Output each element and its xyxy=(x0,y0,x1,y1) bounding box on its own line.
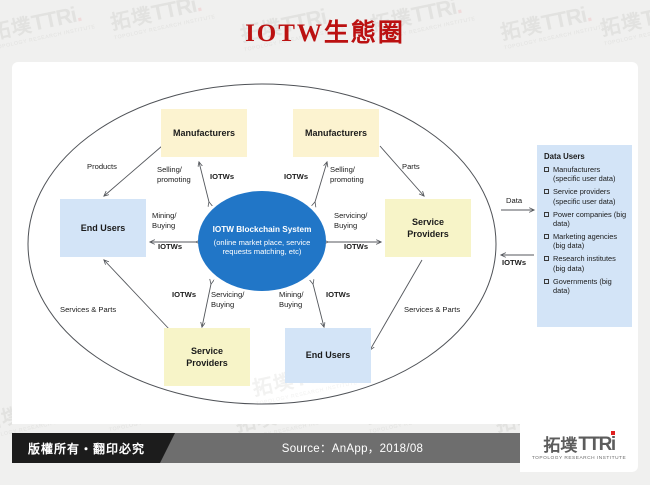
label-servicing-buying-right: Servicing/ Buying xyxy=(334,211,368,230)
data-users-panel: Data Users Manufacturers (specific user … xyxy=(537,145,632,327)
label-servicing-buying-bottom: Servicing/ Buying xyxy=(211,290,245,309)
core-iotw-blockchain-system[interactable]: IOTW Blockchain System (online market pl… xyxy=(198,191,326,291)
label-data: Data xyxy=(506,196,523,205)
checkbox-bullet-icon xyxy=(544,167,549,172)
label-selling-promoting-right: Selling/ promoting xyxy=(330,165,364,184)
label-iotws-data: IOTWs xyxy=(502,258,527,267)
data-users-item-label: Manufacturers (specific user data) xyxy=(553,165,616,184)
label-iotws-top-right: IOTWs xyxy=(284,172,309,181)
arrow-products xyxy=(104,145,163,196)
node-service-providers-right[interactable]: Service Providers xyxy=(385,199,471,257)
checkbox-bullet-icon xyxy=(544,211,549,217)
title-bar: IOTW生態圈 xyxy=(0,0,650,62)
source-text: Source：AnApp，2018/08 xyxy=(281,443,424,455)
tri-logo-chinese: 拓墣 xyxy=(543,436,578,455)
checkbox-bullet-icon xyxy=(544,189,549,195)
data-users-item[interactable]: Marketing agencies (big data) xyxy=(544,232,627,251)
core-title: IOTW Blockchain System xyxy=(212,224,312,234)
arrow-core-end-users-bottom xyxy=(313,284,324,327)
label-parts: Parts xyxy=(402,162,420,171)
tri-logo-latin: TTRi xyxy=(578,431,616,454)
label-mining-buying-left: Mining/ Buying xyxy=(152,211,177,230)
label-services-parts-left: Services & Parts xyxy=(60,305,117,314)
label-products: Products xyxy=(87,162,117,171)
copyright-text: 版權所有‧翻印必究 xyxy=(28,441,146,456)
tri-logo: 拓墣 TTRi TOPOLOGY RESEARCH INSTITUTE xyxy=(520,424,638,472)
diagram-vector-layer xyxy=(27,83,638,405)
data-users-item-label: Marketing agencies (big data) xyxy=(553,231,618,251)
data-users-item[interactable]: Power companies (big data) xyxy=(544,210,627,229)
label-mining-buying-bottom: Mining/ Buying xyxy=(279,290,304,309)
tri-logo-red-dot-icon xyxy=(610,431,615,435)
node-end-users-left[interactable]: End Users xyxy=(60,199,146,257)
core-subtitle: (online market place, service requests m… xyxy=(213,237,311,257)
node-manufacturers-top-left[interactable]: Manufacturers xyxy=(161,109,247,157)
arrow-core-manufacturers-left xyxy=(199,162,209,202)
tri-logo-row: 拓墣 TTRi xyxy=(543,431,616,455)
footer-bar: 版權所有‧翻印必究 Source：AnApp，2018/08 拓墣 TTRi T… xyxy=(12,424,638,472)
label-iotws-mid-right: IOTWs xyxy=(344,242,369,251)
data-users-item-label: Governments (big data) xyxy=(553,276,612,296)
ecosystem-boundary-ellipse xyxy=(27,83,497,405)
node-manufacturers-top-right[interactable]: Manufacturers xyxy=(293,109,379,157)
node-end-users-bottom[interactable]: End Users xyxy=(285,328,371,383)
label-services-parts-right: Services & Parts xyxy=(404,305,461,314)
data-users-item[interactable]: Service providers (specific user data) xyxy=(544,187,627,206)
page-title: IOTW生態圈 xyxy=(245,20,405,47)
node-service-providers-bottom[interactable]: Service Providers xyxy=(164,328,250,386)
checkbox-bullet-icon xyxy=(544,233,549,239)
tri-logo-subtitle: TOPOLOGY RESEARCH INSTITUTE xyxy=(531,456,627,461)
diagram-canvas: 拓墣TTRi.TOPOLOGY RESEARCH INSTITUTE 拓墣TTR… xyxy=(12,62,638,424)
data-users-title: Data Users xyxy=(544,152,585,161)
arrow-core-manufacturers-right xyxy=(315,162,327,202)
checkbox-bullet-icon xyxy=(544,278,549,284)
ecosystem-diagram: Manufacturers Manufacturers End Users Se… xyxy=(12,62,638,424)
data-users-item-label: Service providers (specific user data) xyxy=(553,187,616,206)
data-users-item[interactable]: Governments (big data) xyxy=(544,277,627,296)
label-iotws-bottom-left: IOTWs xyxy=(172,290,197,299)
data-users-item[interactable]: Research institutes (big data) xyxy=(544,254,627,273)
source-banner: Source：AnApp，2018/08 xyxy=(160,433,545,463)
data-users-item-label: Power companies (big data) xyxy=(553,209,627,229)
label-iotws-mid-left: IOTWs xyxy=(158,242,183,251)
data-users-item[interactable]: Manufacturers (specific user data) xyxy=(544,165,627,184)
arrow-services-parts-left xyxy=(104,260,171,331)
arrow-parts xyxy=(379,145,424,196)
checkbox-bullet-icon xyxy=(544,256,549,262)
label-selling-promoting-left: Selling/ promoting xyxy=(157,165,191,184)
label-iotws-bottom-right: IOTWs xyxy=(326,290,351,299)
label-iotws-top-left: IOTWs xyxy=(210,172,235,181)
bottom-spacer xyxy=(0,472,650,485)
arrow-services-parts-right xyxy=(370,259,423,350)
arrow-core-service-providers-bottom xyxy=(202,284,211,327)
data-users-item-label: Research institutes (big data) xyxy=(553,254,616,273)
